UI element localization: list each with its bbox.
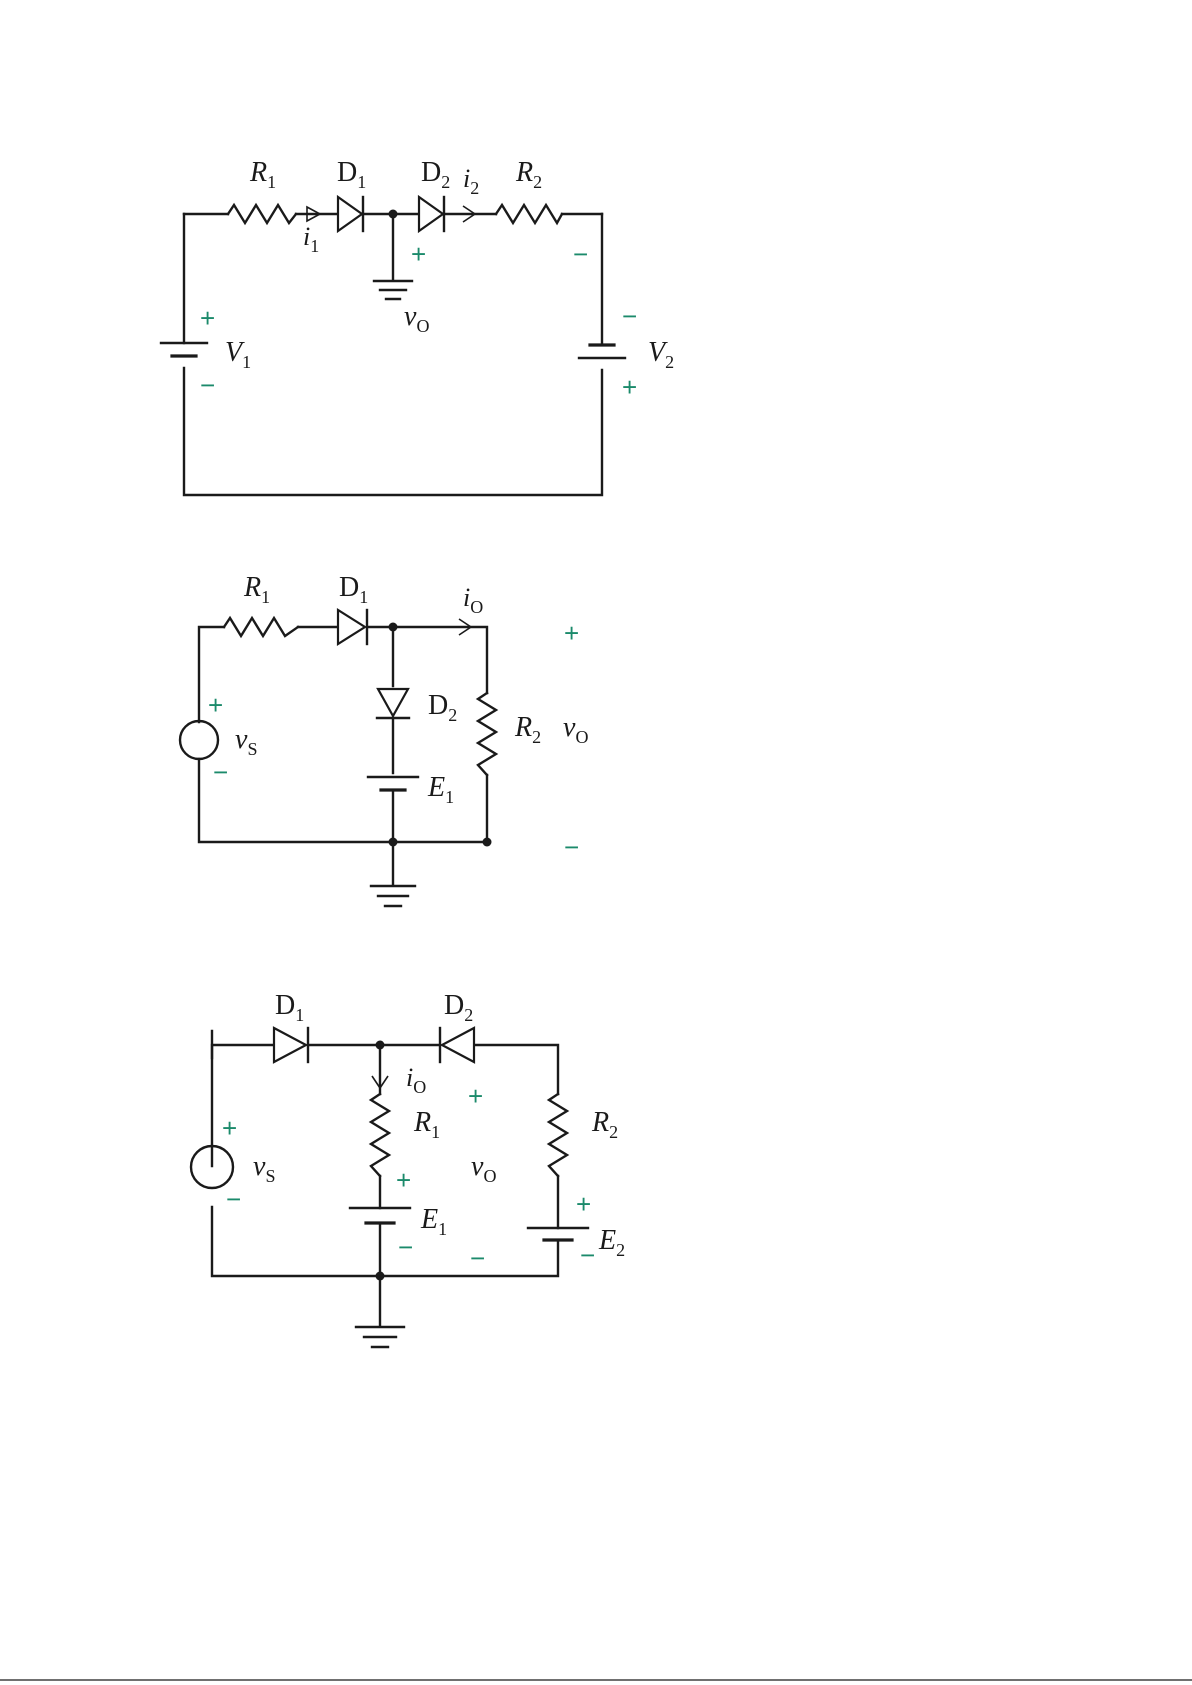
source-vs: [180, 721, 218, 759]
vo-minus-sign: −: [470, 1243, 485, 1273]
vs-plus-sign: +: [222, 1113, 237, 1143]
label-d1: D1: [337, 157, 366, 192]
label-i2: i2: [463, 164, 479, 198]
junction-bottom-mid: [389, 838, 398, 847]
vs-minus-sign: −: [213, 757, 228, 787]
label-e1: E1: [427, 772, 454, 807]
label-v2: V2: [648, 337, 674, 372]
ground-symbol-3: [356, 1327, 404, 1347]
battery-e1: [368, 777, 418, 790]
label-vs: vS: [235, 724, 257, 759]
vo-plus-sign: +: [564, 618, 579, 648]
diode-d1: [338, 197, 363, 231]
resistor-r1: [224, 618, 298, 636]
circuit-diagram-3: D1 D2 iO R1 R2 vS vO E1 E2 + − + − + − +…: [191, 990, 625, 1347]
vs-minus-sign: −: [226, 1184, 241, 1214]
circuit-diagram-1: R1 D1 D2 i2 R2 i1 vO V1 V2 + − + − − +: [161, 157, 674, 495]
ground-symbol-2: [371, 886, 415, 906]
diode-d1: [338, 610, 367, 644]
label-v1: V1: [225, 337, 251, 372]
v1-plus-sign: +: [200, 303, 215, 333]
v1-minus-sign: −: [200, 370, 215, 400]
e1-minus-sign: −: [398, 1232, 413, 1262]
ground-symbol-1: [374, 281, 412, 299]
label-d1: D1: [275, 990, 304, 1025]
battery-e2: [528, 1228, 588, 1240]
battery-v1: [161, 343, 207, 356]
resistor-r1: [371, 1094, 389, 1176]
label-d2: D2: [444, 990, 473, 1025]
label-i1: i1: [303, 222, 319, 256]
circuit-diagram-2: R1 D1 iO D2 R2 vO vS E1 + − + −: [180, 572, 588, 906]
junction-bottom-right: [483, 838, 492, 847]
diode-d2: [377, 689, 409, 718]
r2-minus-sign: −: [573, 239, 588, 269]
label-r2: R2: [515, 157, 542, 192]
vs-plus-sign: +: [208, 690, 223, 720]
label-r1: R1: [413, 1107, 440, 1142]
resistor-r2: [549, 1094, 567, 1176]
e2-plus-sign: +: [576, 1189, 591, 1219]
label-e2: E2: [598, 1225, 625, 1260]
resistor-r1: [228, 205, 296, 223]
resistor-r2: [496, 205, 562, 223]
e2-minus-sign: −: [580, 1240, 595, 1270]
battery-e1: [350, 1208, 410, 1223]
battery-v2: [579, 345, 625, 358]
label-vo: vO: [563, 712, 588, 747]
vo-plus-sign: +: [468, 1081, 483, 1111]
e1-plus-sign: +: [396, 1165, 411, 1195]
label-r2: R2: [591, 1107, 618, 1142]
diode-d1: [274, 1028, 308, 1062]
label-vo: vO: [471, 1151, 496, 1186]
resistor-r2: [478, 693, 496, 775]
label-d1: D1: [339, 572, 368, 607]
label-e1: E1: [420, 1204, 447, 1239]
label-io: iO: [463, 583, 483, 617]
label-r2: R2: [514, 712, 541, 747]
label-d2: D2: [421, 157, 450, 192]
v2-minus-sign: −: [622, 301, 637, 331]
label-vs: vS: [253, 1151, 275, 1186]
junction-bottom: [376, 1272, 385, 1281]
v2-plus-sign: +: [622, 372, 637, 402]
label-r1: R1: [249, 157, 276, 192]
label-d2: D2: [428, 690, 457, 725]
label-r1: R1: [243, 572, 270, 607]
diode-d2: [419, 197, 444, 231]
label-vo: vO: [404, 301, 429, 336]
vo-plus-sign: +: [411, 239, 426, 269]
vo-minus-sign: −: [564, 832, 579, 862]
label-io: iO: [406, 1063, 426, 1097]
diode-d2: [440, 1028, 474, 1062]
